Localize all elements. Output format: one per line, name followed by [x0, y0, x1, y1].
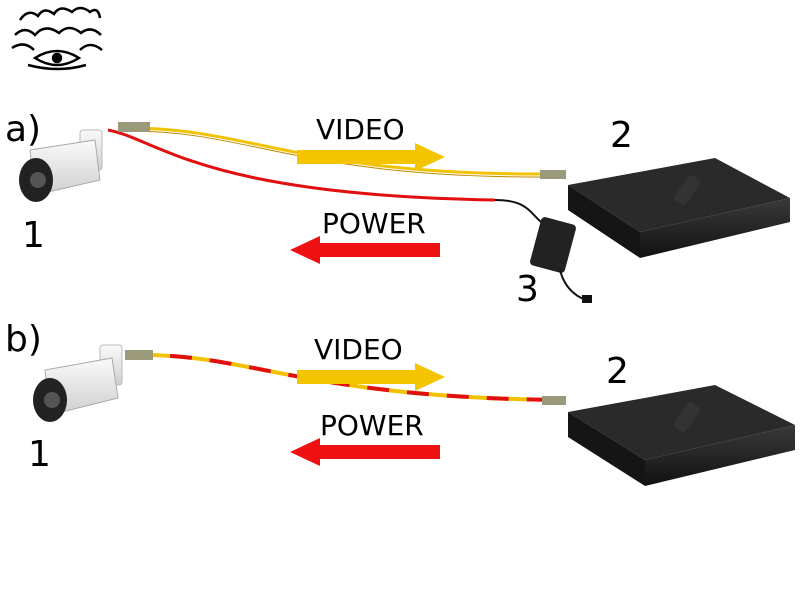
bnc-connector-camera-b: [125, 350, 153, 360]
power-adapter: [494, 199, 592, 303]
power-arrow-a: [290, 236, 440, 264]
bnc-connector-camera-a: [118, 122, 150, 132]
camera-b: [33, 344, 123, 422]
video-arrow-a: [297, 143, 445, 171]
dvr-recorder-b: [568, 385, 795, 486]
recorder-number-a: 2: [610, 115, 633, 156]
bnc-connector-dvr-b: [542, 396, 566, 405]
logo: [11, 6, 103, 71]
wire-video-a: [129, 126, 549, 178]
section-label-b: b): [5, 319, 42, 360]
camera-number-b: 1: [28, 434, 51, 475]
wire-power-a: [107, 128, 496, 202]
video-arrow-b: [297, 363, 445, 391]
section-label-a: a): [5, 109, 42, 150]
wire-combined-b-red: [129, 352, 566, 402]
video-label-b: VIDEO: [314, 333, 403, 366]
power-arrow-b: [290, 438, 440, 466]
dvr-recorder-a: [568, 158, 790, 258]
power-label-b: POWER: [320, 409, 424, 442]
adapter-number: 3: [516, 269, 539, 310]
video-label-a: VIDEO: [316, 113, 405, 146]
camera-a: [19, 129, 103, 202]
recorder-number-b: 2: [606, 351, 629, 392]
camera-number-a: 1: [22, 215, 45, 256]
bnc-connector-dvr-a: [540, 170, 566, 179]
power-label-a: POWER: [322, 207, 426, 240]
